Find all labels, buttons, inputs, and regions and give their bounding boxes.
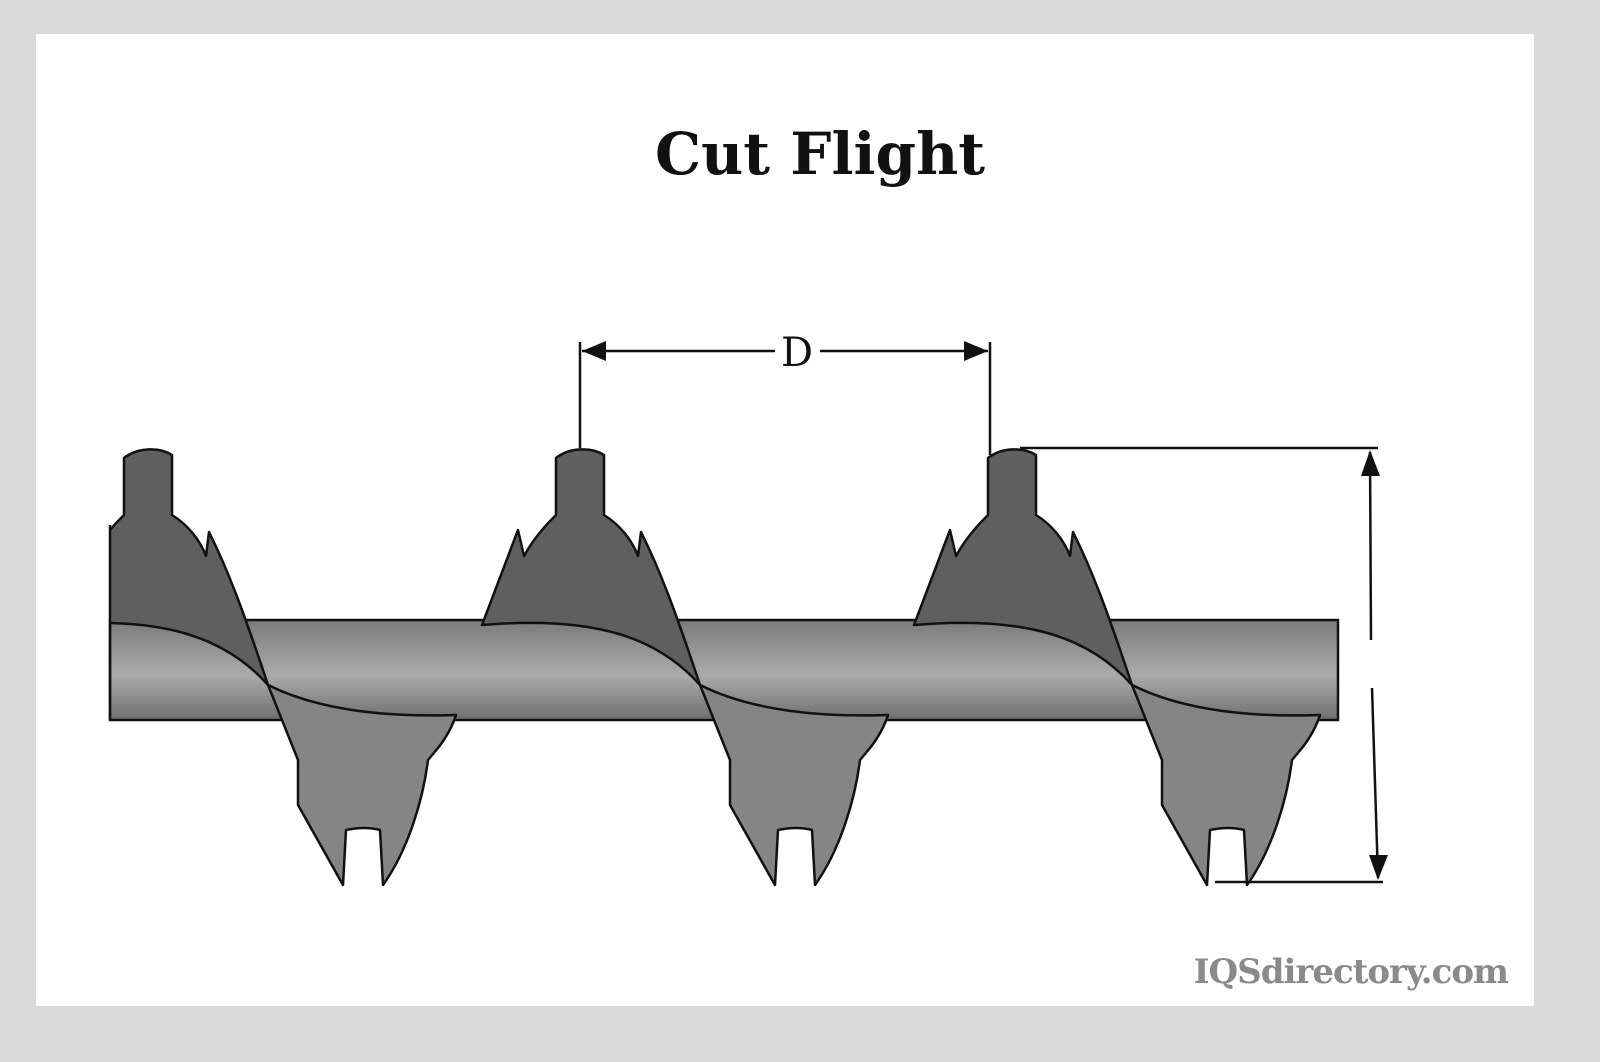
white-panel (36, 34, 1534, 1006)
dimension-diameter (1020, 446, 1388, 884)
watermark-logo: IQSdirectory.com (1193, 952, 1509, 992)
dimension-d-label: D (781, 330, 813, 376)
dimension-d (578, 341, 992, 455)
page-title: Cut Flight (654, 120, 986, 188)
